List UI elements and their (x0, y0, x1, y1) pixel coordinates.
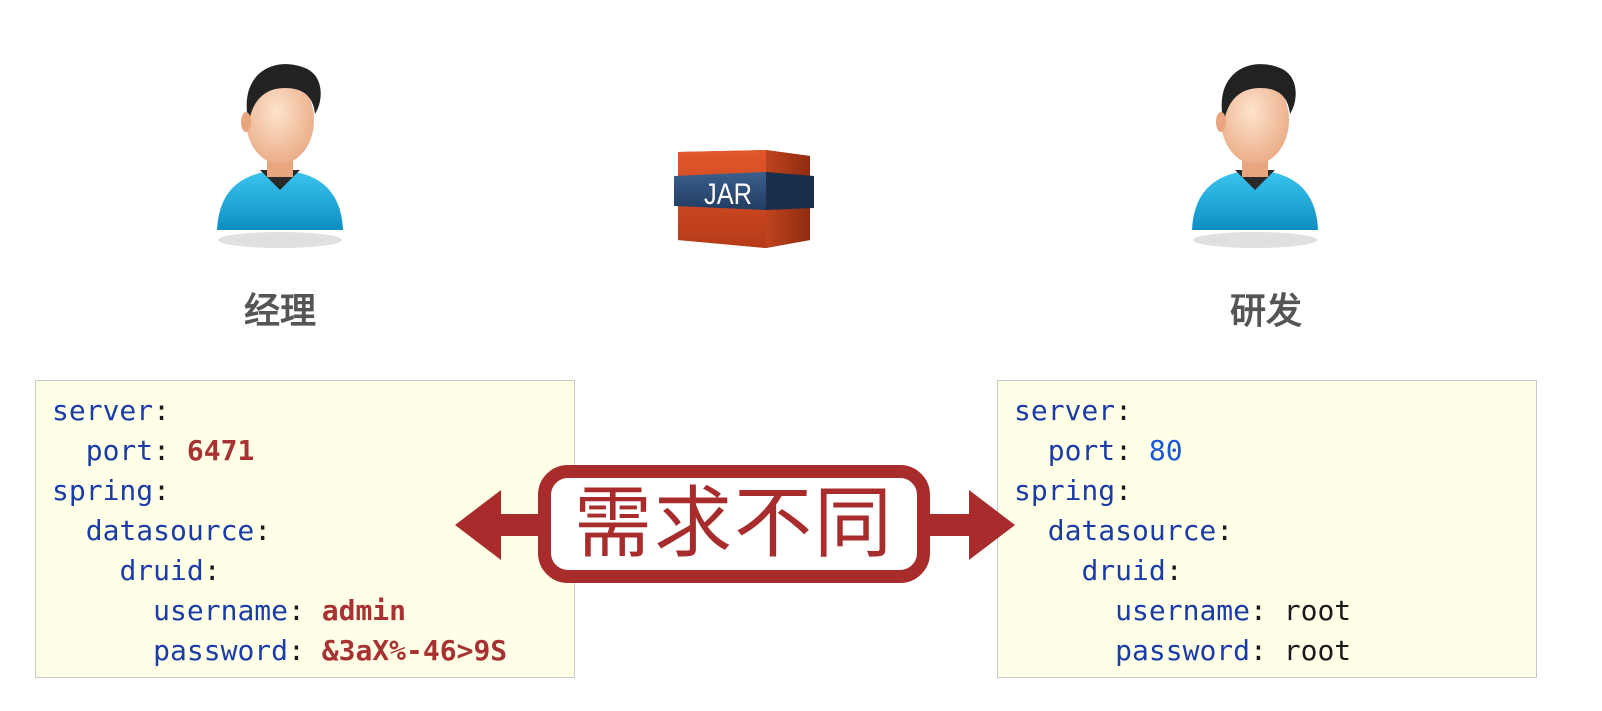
yaml-key: spring (52, 474, 154, 507)
password-value: &3aX%-46>9S (321, 634, 508, 667)
yaml-key: port (85, 434, 154, 467)
jar-label: JAR (704, 178, 752, 211)
port-value: 80 (1148, 434, 1183, 467)
port-value: 6471 (186, 434, 255, 467)
yaml-key: datasource (85, 514, 255, 547)
username-value: root (1283, 594, 1352, 627)
developer-label: 研发 (1229, 291, 1302, 332)
yaml-key: username (153, 594, 289, 627)
yaml-key: druid (119, 554, 204, 587)
yaml-key: druid (1081, 554, 1166, 587)
username-value: admin (321, 594, 407, 627)
yaml-key: server (52, 394, 154, 427)
manager-label: 经理 (243, 291, 316, 332)
yaml-key: server (1014, 394, 1116, 427)
jar-package-icon: JAR (674, 150, 814, 248)
yaml-key: username (1115, 594, 1251, 627)
manager-avatar-icon (217, 64, 343, 248)
badge-text: 需求不同 (573, 479, 894, 569)
different-requirements-badge: 需求不同 (538, 465, 930, 583)
yaml-key: spring (1014, 474, 1116, 507)
developer-avatar-icon (1192, 64, 1318, 248)
yaml-key: datasource (1047, 514, 1217, 547)
password-value: root (1283, 634, 1352, 667)
yaml-key: password (153, 634, 289, 667)
yaml-key: port (1047, 434, 1116, 467)
yaml-key: password (1115, 634, 1251, 667)
